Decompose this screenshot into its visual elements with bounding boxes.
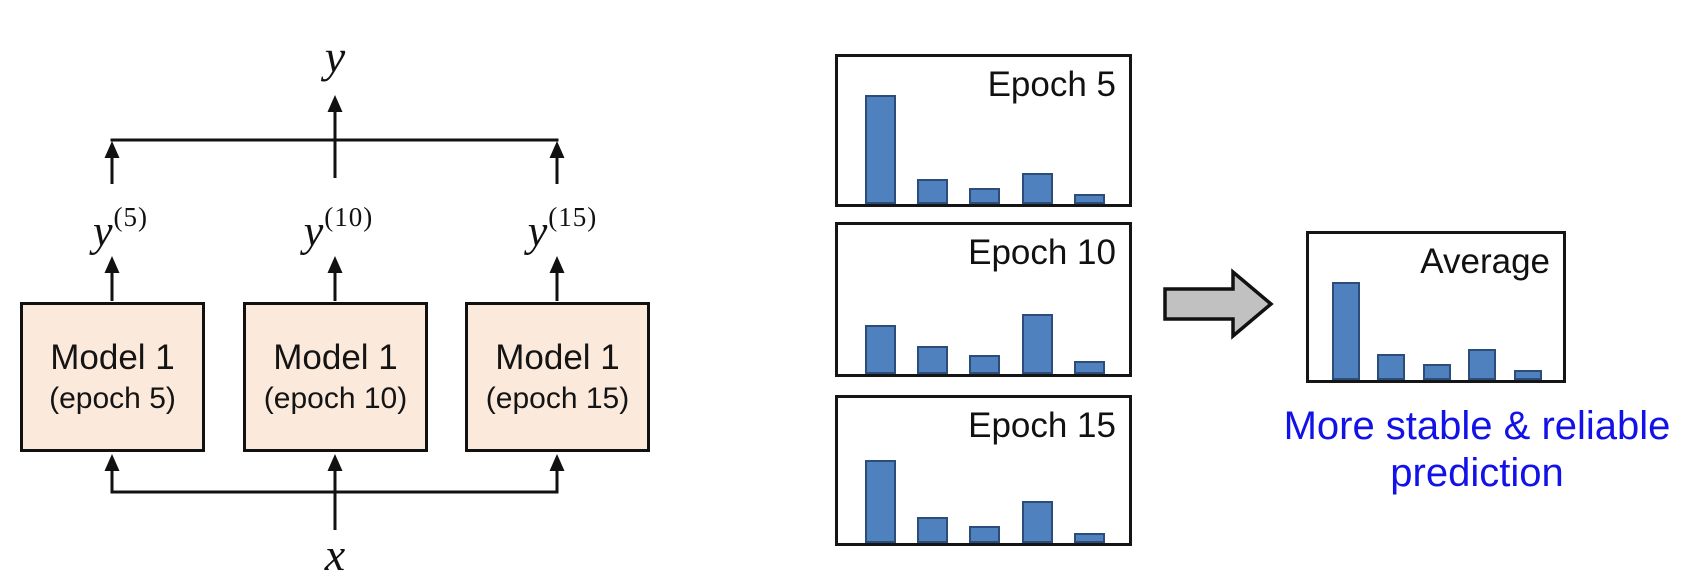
bar bbox=[1074, 360, 1105, 374]
bar bbox=[917, 179, 948, 204]
model-box-epoch10: Model 1 (epoch 10) bbox=[243, 302, 428, 452]
model-epoch: (epoch 10) bbox=[263, 382, 408, 415]
branch-sup: (5) bbox=[113, 202, 148, 232]
arrowhead-branch5-icon bbox=[104, 141, 120, 158]
bar bbox=[1377, 353, 1405, 380]
arrowheads bbox=[104, 95, 565, 471]
merge-lines bbox=[110, 110, 559, 530]
chart-average: Average bbox=[1306, 231, 1566, 383]
arrowhead-box3-icon bbox=[549, 454, 565, 471]
caption-line-1: More stable & reliable bbox=[1283, 404, 1671, 448]
model-epoch: (epoch 5) bbox=[49, 382, 176, 415]
bar bbox=[1074, 193, 1105, 204]
model-box-epoch15: Model 1 (epoch 15) bbox=[465, 302, 650, 452]
branch-output-label-10: y(10) bbox=[258, 195, 418, 258]
bar bbox=[865, 460, 896, 543]
chart-epoch5: Epoch 5 bbox=[835, 54, 1132, 207]
bar bbox=[917, 516, 948, 543]
arrowhead-label10-icon bbox=[327, 256, 343, 273]
bar bbox=[969, 525, 1000, 543]
branch-var: y bbox=[303, 206, 324, 256]
branch-output-label-15: y(15) bbox=[482, 195, 642, 258]
chart-epoch15: Epoch 15 bbox=[835, 395, 1132, 546]
model-epoch: (epoch 15) bbox=[485, 382, 630, 415]
bar bbox=[969, 354, 1000, 374]
bar bbox=[1332, 282, 1360, 380]
bar bbox=[1022, 500, 1053, 543]
chart-title: Epoch 15 bbox=[968, 406, 1116, 445]
bar bbox=[1468, 349, 1496, 380]
model-name: Model 1 bbox=[50, 338, 175, 377]
model-name: Model 1 bbox=[495, 338, 620, 377]
bar bbox=[1074, 532, 1105, 543]
bar bbox=[1022, 173, 1053, 204]
chart-title: Epoch 5 bbox=[987, 65, 1116, 104]
bar bbox=[865, 95, 896, 204]
arrowhead-box1-icon bbox=[104, 454, 120, 471]
branch-var: y bbox=[92, 206, 113, 256]
right-block-arrow-icon bbox=[1163, 268, 1274, 340]
branch-sup: (15) bbox=[548, 202, 598, 232]
bar bbox=[1022, 314, 1053, 374]
branch-output-label-5: y(5) bbox=[40, 195, 200, 258]
branch-sup: (10) bbox=[324, 202, 374, 232]
bar bbox=[969, 187, 1000, 204]
model-name: Model 1 bbox=[273, 338, 398, 377]
arrowhead-branch15-icon bbox=[549, 141, 565, 158]
bar bbox=[865, 324, 896, 374]
chart-title: Average bbox=[1420, 242, 1550, 281]
arrowhead-box2-icon bbox=[327, 454, 343, 471]
branch-var: y bbox=[527, 206, 548, 256]
bar bbox=[1514, 369, 1542, 380]
output-variable-label: y bbox=[324, 31, 346, 82]
caption-text: More stable & reliable prediction bbox=[1252, 403, 1700, 497]
arrowhead-to-y-icon bbox=[327, 95, 343, 112]
chart-epoch10: Epoch 10 bbox=[835, 222, 1132, 377]
arrowhead-label15-icon bbox=[549, 256, 565, 273]
caption-line-2: prediction bbox=[1390, 451, 1564, 495]
bar bbox=[917, 345, 948, 374]
arrowhead-label5-icon bbox=[104, 256, 120, 273]
input-variable-label: x bbox=[324, 529, 346, 580]
model-box-epoch5: Model 1 (epoch 5) bbox=[20, 302, 205, 452]
chart-title: Epoch 10 bbox=[968, 233, 1116, 272]
bar bbox=[1423, 363, 1451, 380]
